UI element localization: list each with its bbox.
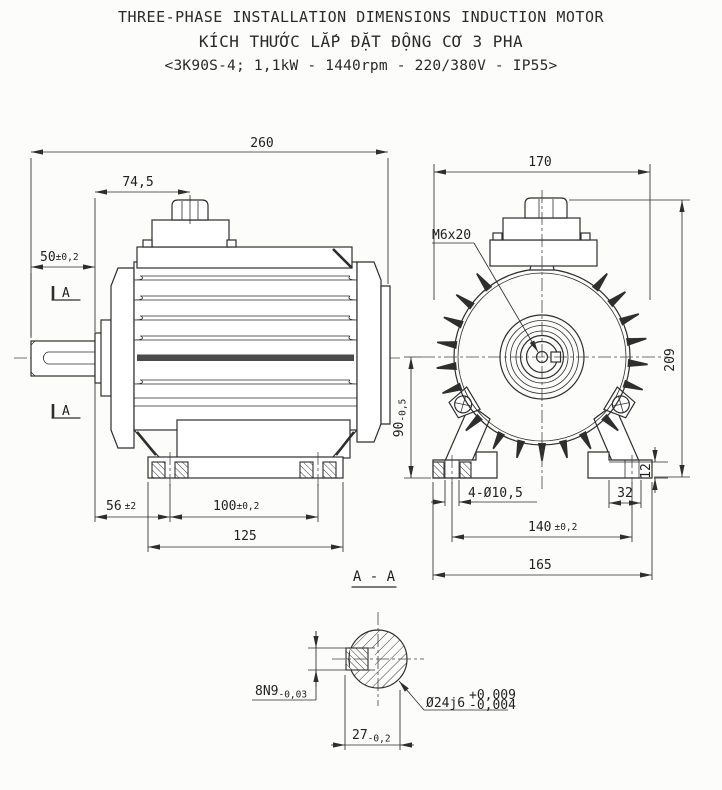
section-mark-a-top: A bbox=[62, 286, 70, 301]
dim-50 bbox=[30, 264, 95, 338]
shaft bbox=[30, 340, 96, 377]
dim-56-100 bbox=[94, 382, 319, 522]
dim-125 bbox=[147, 482, 344, 552]
middle-fin-band bbox=[137, 354, 354, 361]
dim-140-label: 140±0,2 bbox=[528, 520, 577, 535]
dim-shaft-dia-lower-tol: -0,004 bbox=[469, 698, 516, 713]
dim-165-label: 165 bbox=[528, 558, 551, 573]
bottom-skirt bbox=[133, 419, 358, 459]
title-vietnamese: KÍCH THƯỚC LẮP ĐẶT ĐỘNG CƠ 3 PHA bbox=[198, 32, 524, 52]
dim-keyway bbox=[252, 631, 346, 701]
dim-50-label: 50±0,2 bbox=[40, 250, 79, 265]
dim-170 bbox=[433, 164, 651, 300]
dim-32-label: 32 bbox=[617, 486, 633, 501]
dim-keyway-label: 8N9-0,03 bbox=[255, 684, 307, 701]
terminal-box-side bbox=[136, 195, 353, 269]
title-english: THREE-PHASE INSTALLATION DIMENSIONS INDU… bbox=[117, 8, 605, 26]
right-end-shield bbox=[356, 261, 382, 443]
m6x20-leader bbox=[432, 242, 539, 353]
dim-shaft-dia-upper-tol: +0,009 bbox=[469, 688, 516, 703]
dim-56-label: 56±2 bbox=[106, 499, 136, 514]
feet-side bbox=[147, 452, 344, 486]
dim-90-label: 90-0,5 bbox=[392, 399, 409, 438]
section-cut-marks: A A bbox=[51, 286, 81, 419]
dim-shaft-dia-label: Ø24j6 bbox=[426, 696, 465, 711]
front-view: 170 M6x20 209 90-0,5 bbox=[392, 155, 690, 580]
dim-32 bbox=[608, 480, 642, 508]
dim-90 bbox=[404, 356, 431, 479]
title-block: THREE-PHASE INSTALLATION DIMENSIONS INDU… bbox=[0, 5, 722, 79]
dim-209-label: 209 bbox=[663, 348, 678, 371]
dim-74-5-label: 74,5 bbox=[122, 175, 153, 190]
side-view: A A 260 74,5 50±0,2 bbox=[14, 136, 400, 552]
dim-holes-label: 4-Ø10,5 bbox=[468, 486, 523, 501]
fin-body bbox=[133, 261, 358, 431]
dim-100-label: 100±0,2 bbox=[213, 499, 259, 514]
section-mark-a-bottom: A bbox=[62, 404, 70, 419]
terminal-box-front bbox=[489, 197, 598, 267]
section-title: A - A bbox=[353, 569, 396, 585]
dim-260-label: 260 bbox=[250, 136, 273, 151]
dim-shaft-dia bbox=[398, 680, 508, 711]
dim-12 bbox=[609, 447, 668, 493]
dim-140 bbox=[451, 482, 633, 542]
dim-74-5 bbox=[94, 189, 190, 332]
motor-spec: <3K90S-4; 1,1kW - 1440rpm - 220/380V - I… bbox=[164, 58, 558, 75]
cable-gland-front bbox=[524, 197, 568, 219]
left-end-shield bbox=[110, 267, 135, 449]
section-aa: A - A 8N9-0,03 Ø24j6 bbox=[252, 569, 516, 750]
dim-27 bbox=[331, 675, 414, 750]
dim-170-label: 170 bbox=[528, 155, 551, 170]
dim-165 bbox=[432, 482, 653, 580]
dim-12-label: 12 bbox=[639, 463, 654, 479]
dim-209 bbox=[569, 199, 690, 478]
dim-27-label: 27-0,2 bbox=[352, 728, 391, 745]
dim-125-label: 125 bbox=[233, 529, 256, 544]
m6x20-label: M6x20 bbox=[432, 228, 471, 243]
